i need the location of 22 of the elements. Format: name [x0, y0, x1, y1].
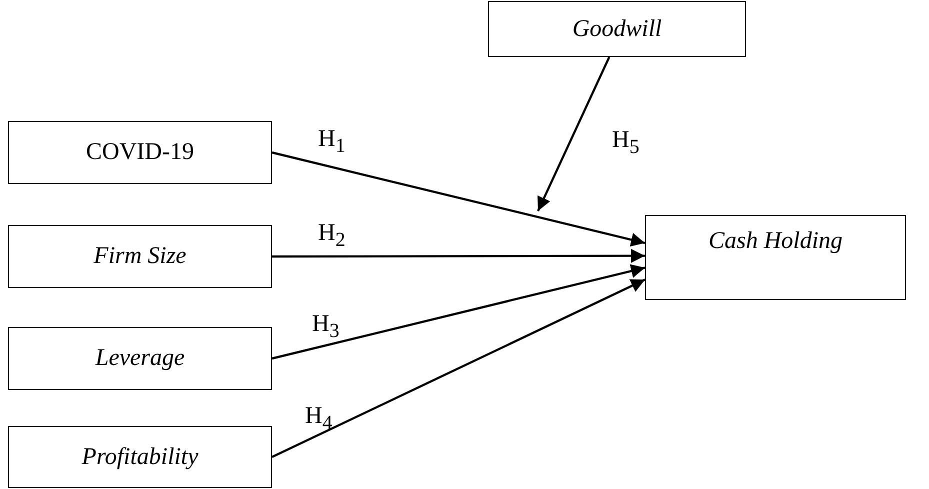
variable-name: Cash Holding: [708, 228, 842, 255]
edge-label: H$_{4}$: [305, 404, 332, 433]
variable-box: [8, 327, 272, 390]
edge-label: H$_{1}$: [318, 127, 346, 156]
variable-name: Goodwill: [572, 16, 662, 42]
variable-box: [645, 215, 906, 300]
arrow: [537, 56, 610, 212]
edge-label: H$_{2}$: [318, 221, 346, 250]
variable-name: Profitability: [82, 444, 198, 470]
arrow: [272, 264, 646, 360]
arrow: [272, 278, 646, 458]
variable-box: [488, 1, 746, 57]
arrow: [272, 248, 645, 263]
arrow: [272, 151, 646, 247]
variable-name: Leverage: [95, 345, 185, 372]
variable-box: [8, 225, 272, 288]
variable-name: COVID-19: [86, 139, 194, 166]
variable-box: [8, 121, 272, 184]
edge-label: H$_{5}$: [612, 128, 640, 157]
variable-name: Firm Size: [94, 243, 186, 270]
edge-label: H$_{3}$: [312, 312, 340, 341]
variable-box: [8, 426, 272, 488]
